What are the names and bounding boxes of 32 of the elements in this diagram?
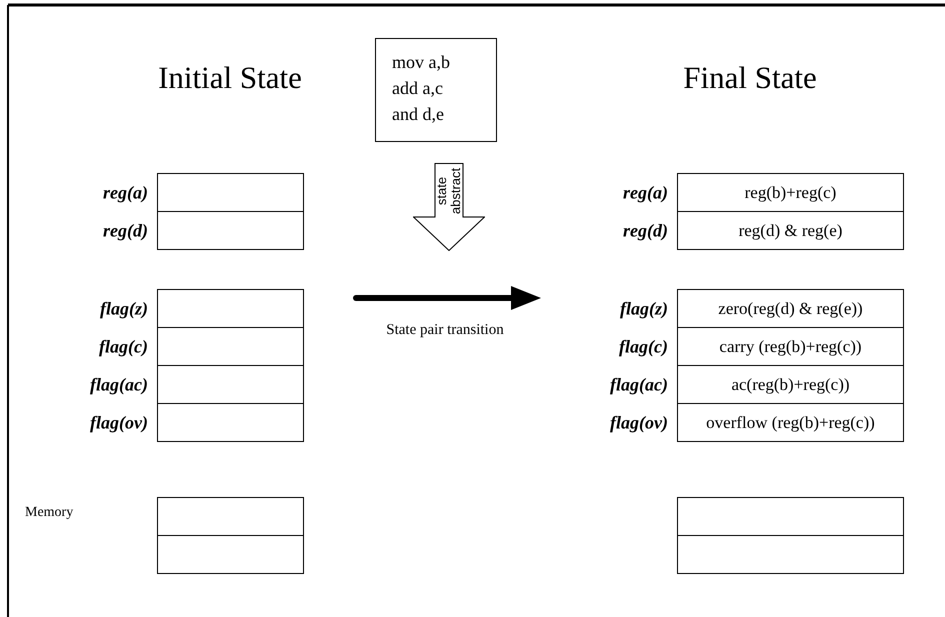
empty-cell <box>157 497 304 536</box>
empty-cell <box>677 535 904 574</box>
row-label: reg(a) <box>623 182 668 203</box>
code-box <box>375 38 497 142</box>
state-heading: Final State <box>682 60 818 96</box>
transition-label: State pair transition <box>385 322 505 339</box>
row-label: flag(c) <box>99 336 148 357</box>
cell-text: overflow (reg(b)+reg(c)) <box>706 412 875 432</box>
row-label: reg(d) <box>103 220 148 241</box>
row-label: flag(ac) <box>610 374 668 395</box>
row-label: flag(ov) <box>90 412 148 433</box>
row-label: flag(z) <box>100 298 148 319</box>
row-label: reg(d) <box>623 220 668 241</box>
empty-cell <box>677 497 904 536</box>
code-line: add a,c <box>392 77 444 100</box>
row-label: flag(ov) <box>610 412 668 433</box>
cell-text: zero(reg(d) & reg(e)) <box>718 298 863 318</box>
code-line: mov a,b <box>392 51 451 74</box>
block-arrow <box>413 163 485 251</box>
arrow-label: state abstract <box>435 166 463 216</box>
row-label: flag(c) <box>619 336 668 357</box>
cell-text: ac(reg(b)+reg(c)) <box>731 374 850 394</box>
cell-text: carry (reg(b)+reg(c)) <box>719 336 862 356</box>
cell-text: reg(d) & reg(e) <box>738 220 842 240</box>
row-label: flag(ac) <box>90 374 148 395</box>
empty-cell <box>157 535 304 574</box>
memory-label: Memory <box>25 505 74 521</box>
row-label: flag(z) <box>620 298 668 319</box>
code-line: and d,e <box>392 103 445 126</box>
state-heading: Initial State <box>157 60 303 96</box>
cell-text: reg(b)+reg(c) <box>744 182 836 202</box>
row-label: reg(a) <box>103 182 148 203</box>
